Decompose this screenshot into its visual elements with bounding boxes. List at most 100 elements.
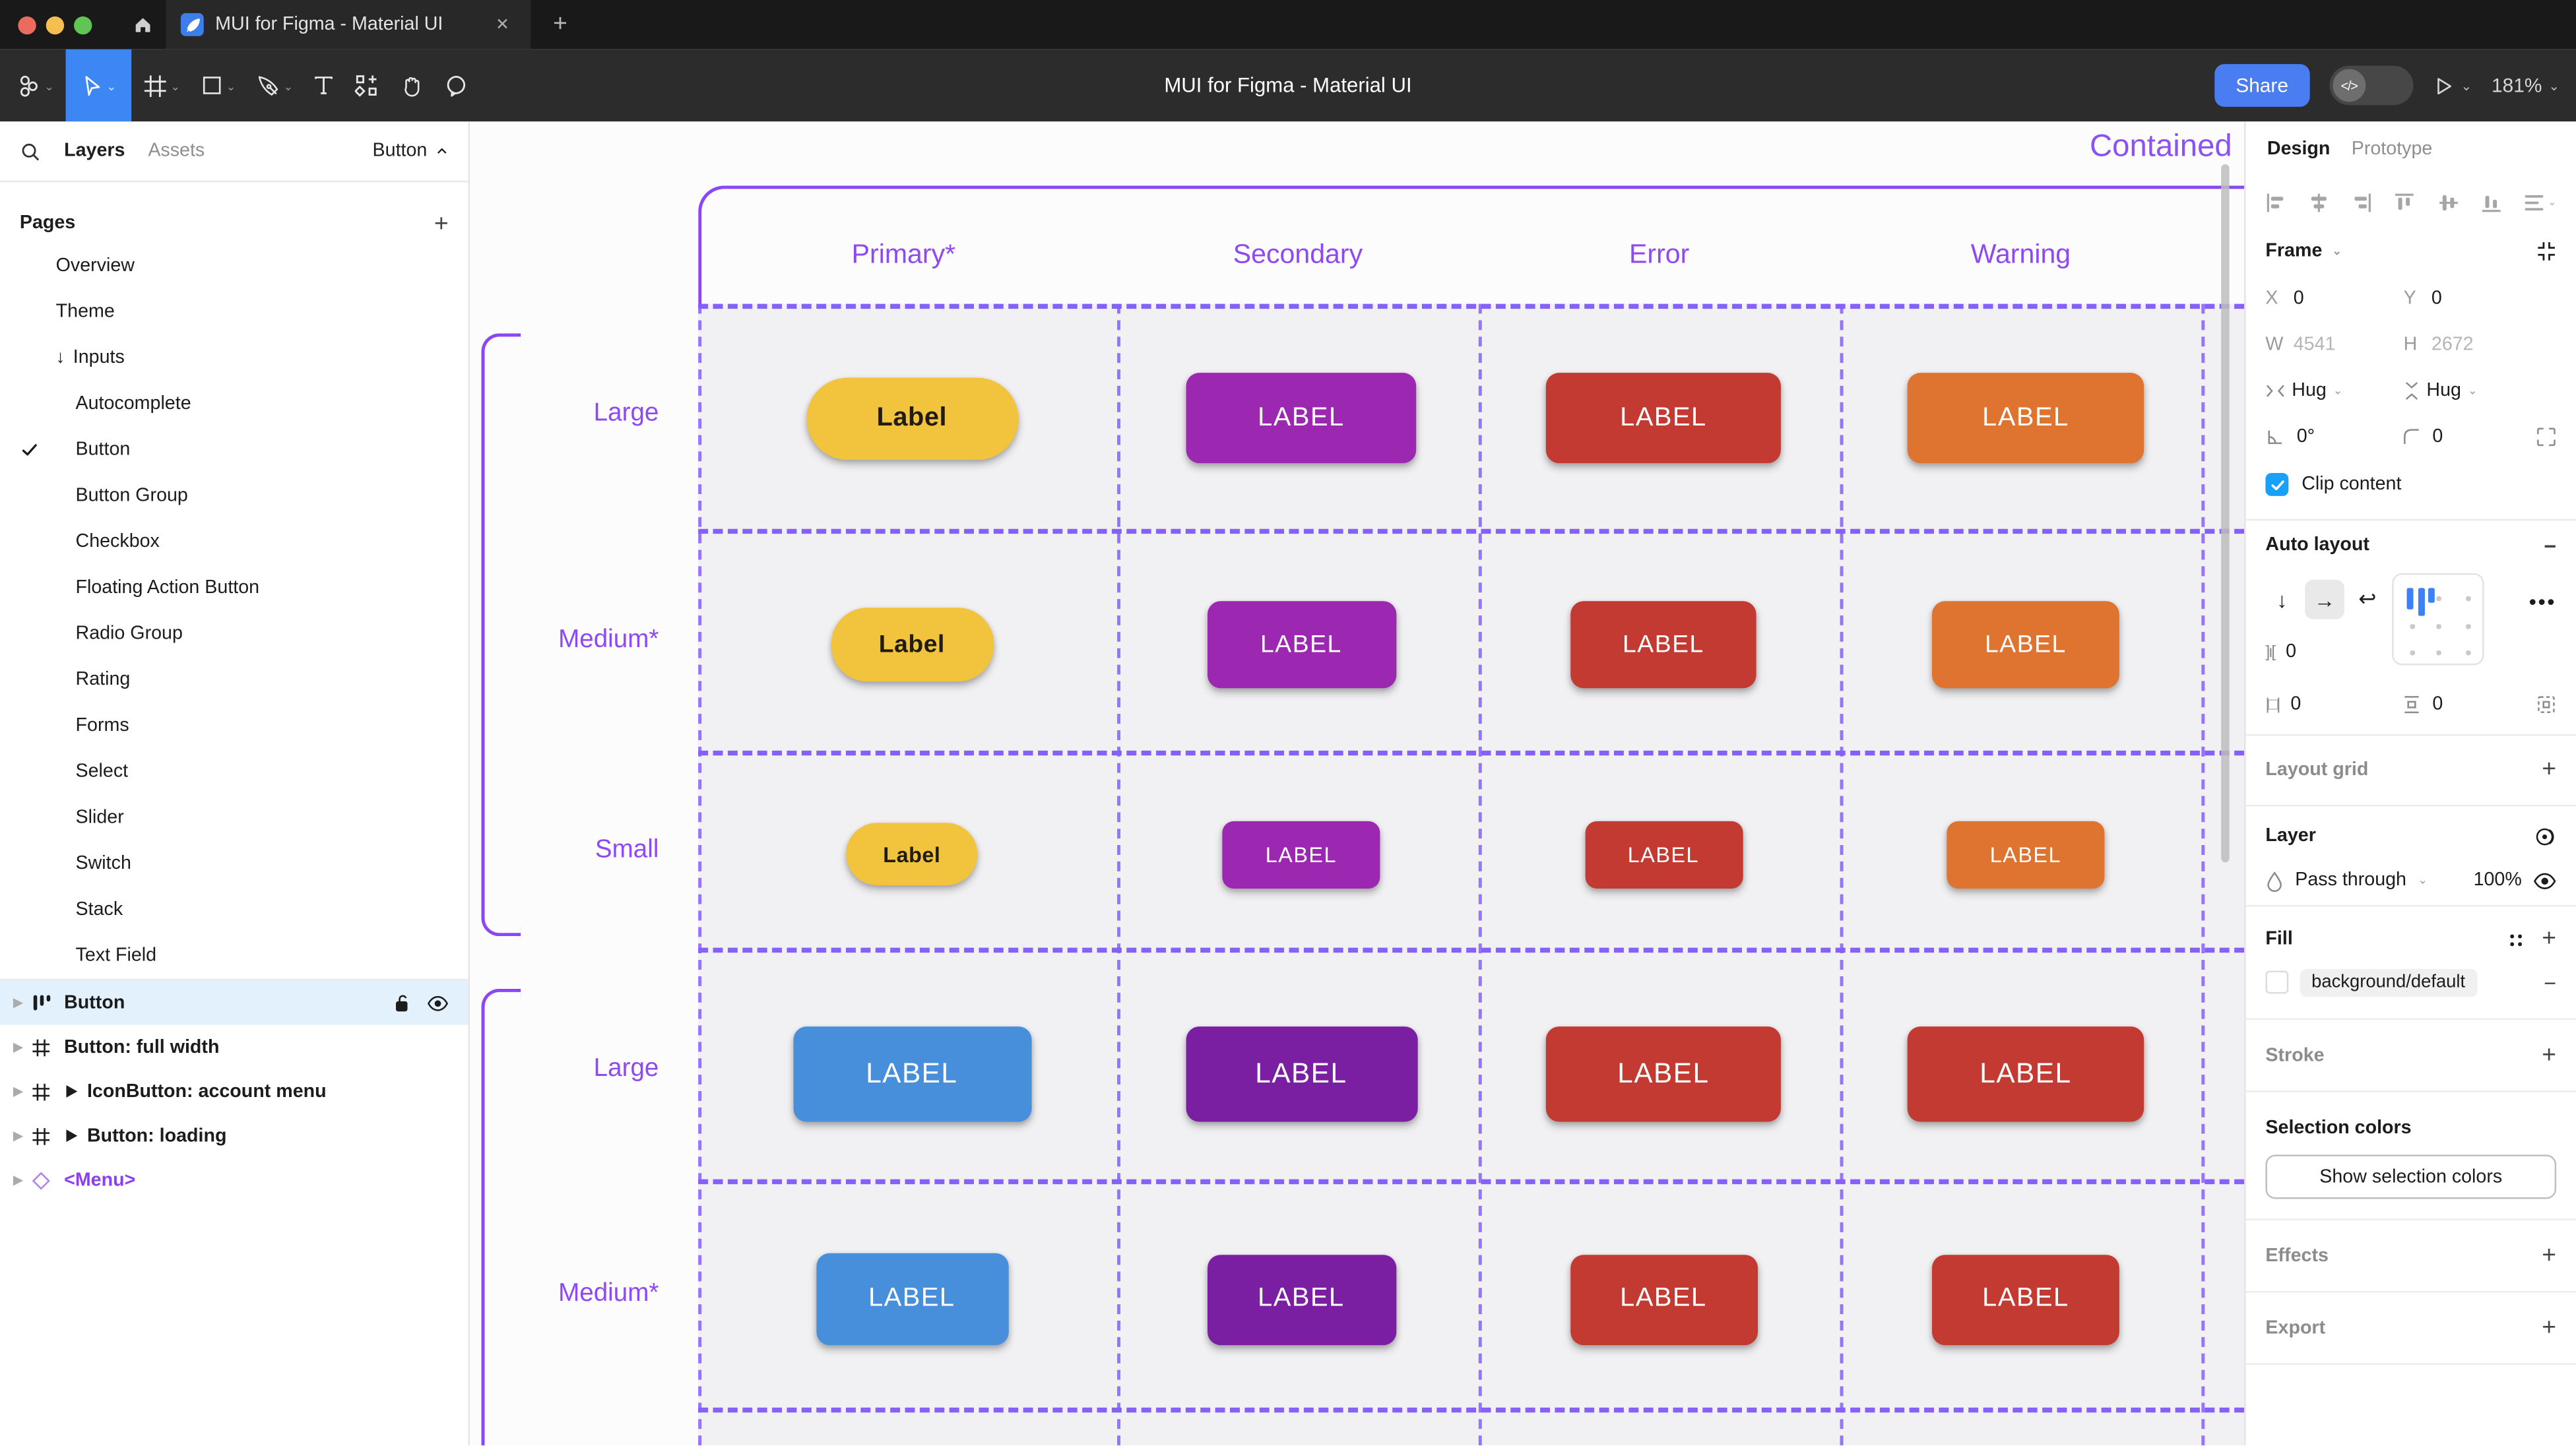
gap-input[interactable]: 0 [2286,642,2297,662]
mui-button-sample[interactable]: LABEL [1947,820,2105,888]
tab-design[interactable]: Design [2267,139,2331,160]
blend-mask-icon[interactable] [2535,825,2556,846]
sidebar-page-checkbox[interactable]: Checkbox [0,519,468,565]
gap-input-row[interactable]: ]ı[ 0 [2246,629,2387,676]
main-menu-button[interactable]: ⌄ [8,53,62,119]
height-input[interactable]: 2672 [2431,334,2474,355]
add-layout-grid-icon[interactable]: + [2542,755,2557,784]
chevron-right-icon[interactable]: ▶ [13,1084,24,1099]
individual-corners-icon[interactable] [2537,427,2556,447]
sidebar-page-floating-action-button[interactable]: Floating Action Button [0,565,468,611]
distribute-menu[interactable]: ⌄ [2523,191,2556,212]
tab-close-icon[interactable]: ✕ [495,15,509,34]
zoom-level-dropdown[interactable]: 181% ⌄ [2492,74,2560,97]
layer-visibility-icon[interactable] [2533,871,2556,889]
sidebar-page-forms[interactable]: Forms [0,703,468,749]
align-right-icon[interactable] [2352,191,2373,212]
present-button[interactable]: ⌄ [2433,75,2472,96]
mui-button-sample[interactable]: LABEL [1932,600,2119,687]
window-close-button[interactable] [18,15,36,34]
layer-row-iconbutton-account-menu[interactable]: ▶IconButton: account menu [0,1069,468,1114]
flow-wrap-button[interactable]: ↩ [2358,586,2377,612]
mui-button-sample[interactable]: LABEL [1545,1026,1781,1122]
align-h-center-icon[interactable] [2309,191,2330,212]
sidebar-page-button[interactable]: Button [0,427,468,473]
share-button[interactable]: Share [2214,64,2310,107]
canvas-scrollbar[interactable] [2221,164,2230,863]
show-selection-colors-button[interactable]: Show selection colors [2265,1154,2557,1199]
mui-button-sample[interactable]: LABEL [792,1026,1031,1122]
mui-button-sample[interactable]: LABEL [1907,1026,2144,1122]
chevron-right-icon[interactable]: ▶ [13,995,24,1011]
move-tool-button[interactable]: ⌄ [65,49,131,122]
sidebar-page-theme[interactable]: Theme [0,289,468,335]
rotation-input[interactable]: 0° [2296,427,2315,447]
text-tool-button[interactable] [305,53,344,119]
alignment-matrix[interactable] [2392,573,2484,666]
shape-tool-button[interactable]: ⌄ [191,53,243,119]
frame-section-header[interactable]: Frame [2265,241,2323,261]
visibility-eye-icon[interactable] [427,995,449,1011]
window-minimize-button[interactable] [46,15,65,34]
mui-button-sample[interactable]: LABEL [1584,820,1743,888]
page-indicator[interactable]: Button [373,141,449,161]
sidebar-page-rating[interactable]: Rating [0,657,468,703]
remove-fill-icon[interactable]: − [2544,970,2557,995]
dev-mode-toggle[interactable]: </> [2329,65,2414,106]
sidebar-page-radio-group[interactable]: Radio Group [0,611,468,657]
mui-button-sample[interactable]: LABEL [1570,1253,1757,1344]
fill-styles-icon[interactable] [2507,930,2525,948]
new-tab-button[interactable]: + [553,9,567,38]
align-left-icon[interactable] [2265,191,2286,212]
browser-tab[interactable]: MUI for Figma - Material UI ✕ [166,0,531,49]
layer-row-button-full-width[interactable]: ▶Button: full width [0,1025,468,1069]
add-fill-icon[interactable]: + [2542,924,2557,953]
mui-button-sample[interactable]: Label [830,606,994,681]
blend-mode-dropdown[interactable]: Pass through [2295,870,2406,891]
mui-button-sample[interactable]: LABEL [1185,1026,1417,1122]
remove-auto-layout-icon[interactable]: − [2544,532,2557,558]
clip-content-row[interactable]: Clip content [2246,460,2576,509]
width-input[interactable]: 4541 [2293,334,2336,355]
mui-button-sample[interactable]: Label [806,377,1018,459]
individual-padding-icon[interactable] [2537,695,2556,714]
flow-vertical-button[interactable]: ↓ [2276,587,2288,612]
mui-button-sample[interactable]: LABEL [1206,1253,1396,1344]
mui-button-sample[interactable]: LABEL [1932,1253,2119,1344]
sidebar-page-text-field[interactable]: Text Field [0,933,468,979]
layer-row-button-loading[interactable]: ▶Button: loading [0,1114,468,1158]
add-effect-icon[interactable]: + [2542,1241,2557,1269]
y-input[interactable]: 0 [2431,289,2442,309]
comment-tool-button[interactable] [436,53,477,119]
mui-button-sample[interactable]: LABEL [1222,820,1380,888]
corner-radius-input[interactable]: 0 [2432,427,2443,447]
chevron-right-icon[interactable]: ▶ [13,1172,24,1188]
layer-row--menu-[interactable]: ▶<Menu> [0,1158,468,1202]
sidebar-page-switch[interactable]: Switch [0,841,468,887]
vertical-padding-input[interactable]: 0 [2432,695,2443,715]
horizontal-resizing-dropdown[interactable]: Hug⌄ [2265,381,2403,401]
mui-button-sample[interactable]: LABEL [1186,373,1417,464]
add-stroke-icon[interactable]: + [2542,1040,2557,1069]
chevron-right-icon[interactable]: ▶ [13,1128,24,1143]
collapse-corners-icon[interactable] [2536,241,2556,261]
sidebar-page-slider[interactable]: Slider [0,795,468,841]
add-export-icon[interactable]: + [2542,1313,2557,1341]
fill-token[interactable]: background/default [2300,968,2477,997]
auto-layout-options-icon[interactable]: ••• [2528,589,2557,615]
home-tab-button[interactable] [121,0,164,49]
align-top-icon[interactable] [2395,191,2416,212]
align-v-center-icon[interactable] [2437,191,2459,212]
sidebar-page-stack[interactable]: Stack [0,887,468,933]
unlock-icon[interactable] [393,993,410,1013]
align-bottom-icon[interactable] [2480,191,2501,212]
mui-button-sample[interactable]: LABEL [1570,600,1756,687]
sidebar-page-overview[interactable]: Overview [0,243,468,289]
sidebar-page-autocomplete[interactable]: Autocomplete [0,381,468,427]
mui-button-sample[interactable]: LABEL [816,1253,1008,1346]
hand-tool-button[interactable] [392,53,433,119]
window-zoom-button[interactable] [74,15,92,34]
fill-color-swatch[interactable] [2265,970,2289,994]
frame-tool-button[interactable]: ⌄ [135,53,189,119]
